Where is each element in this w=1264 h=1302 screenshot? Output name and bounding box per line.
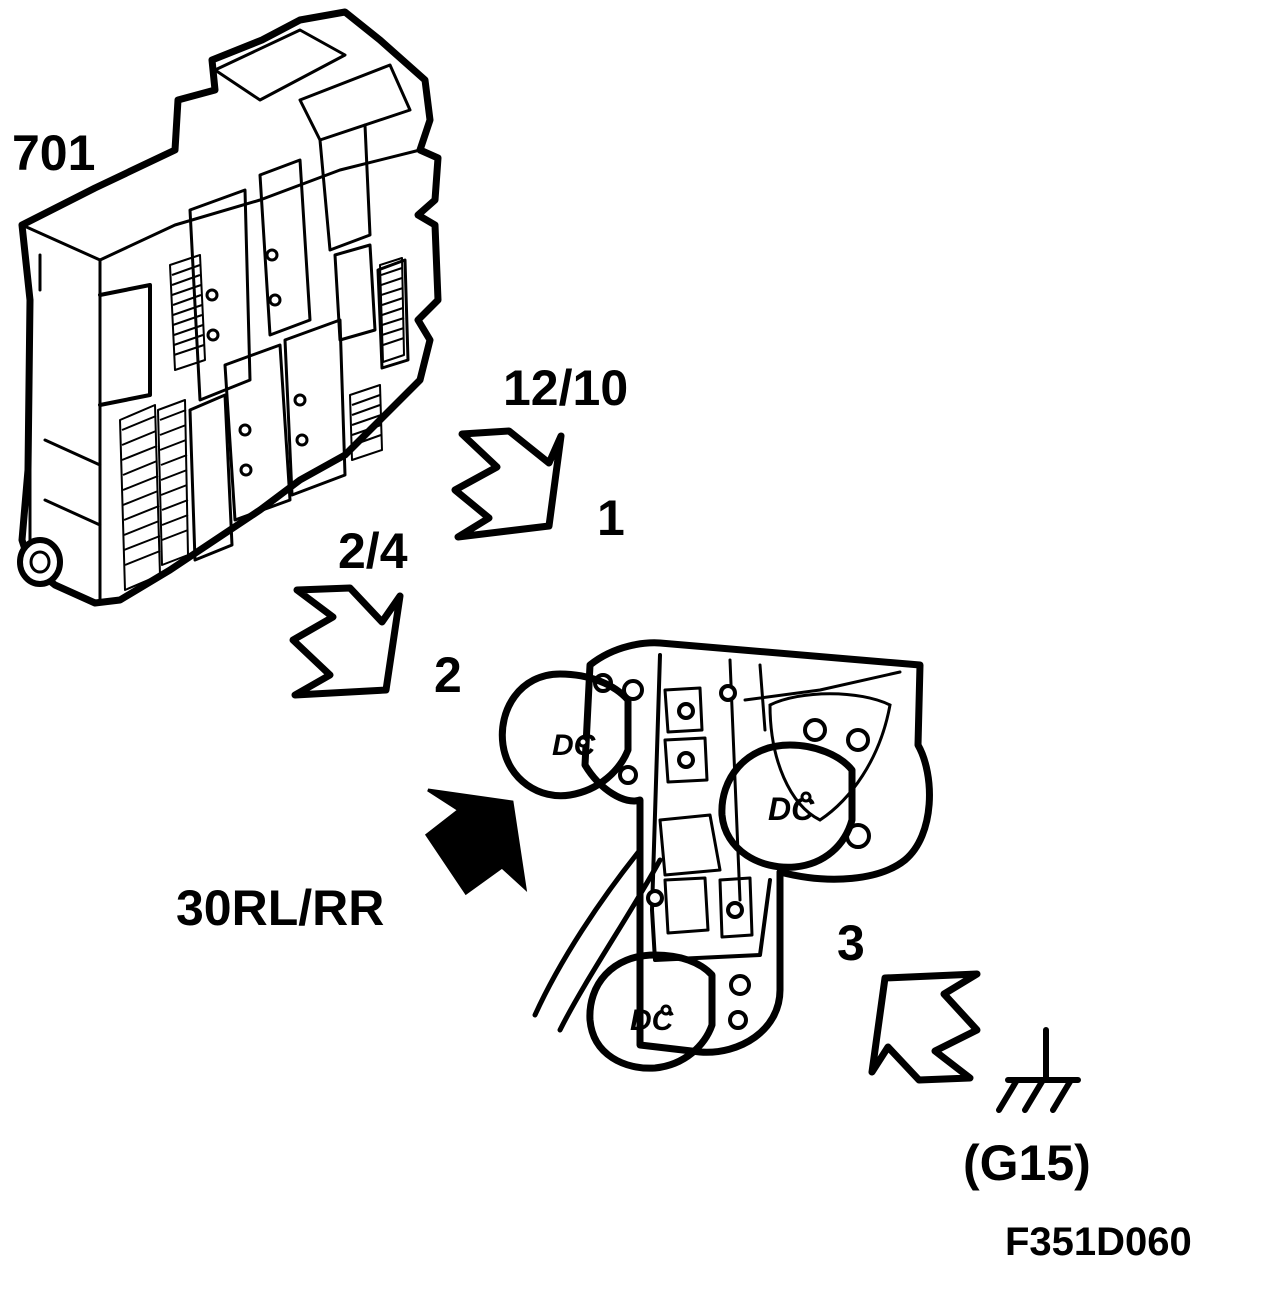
ground-icon xyxy=(996,1027,1081,1113)
figure-code: F351D060 xyxy=(1005,1220,1192,1264)
housing-plug xyxy=(17,537,63,587)
label-arrow-1: 1 xyxy=(597,490,625,546)
label-supply: 30RL/RR xyxy=(176,880,384,936)
bulb-right: DC xyxy=(718,741,856,871)
bulb-bottom: DC xyxy=(586,951,716,1072)
label-arrow-3: 3 xyxy=(837,915,865,971)
arrow-3-icon xyxy=(868,970,981,1084)
supply-arrow-icon xyxy=(424,788,528,896)
control-unit-701 xyxy=(17,8,442,607)
label-arrow-2: 2 xyxy=(434,647,462,703)
arrow-1-icon xyxy=(451,427,565,541)
label-pins-mid: 2/4 xyxy=(338,523,408,579)
label-ground-point: (G15) xyxy=(963,1135,1091,1191)
arrow-2-icon xyxy=(289,584,404,699)
bulb-left-marking: DC xyxy=(552,729,597,762)
bulb-left: DC xyxy=(498,670,632,800)
lamp-holder: DC DC DC xyxy=(498,639,933,1072)
label-pins-top: 12/10 xyxy=(503,360,628,416)
label-control-unit: 701 xyxy=(12,125,95,181)
